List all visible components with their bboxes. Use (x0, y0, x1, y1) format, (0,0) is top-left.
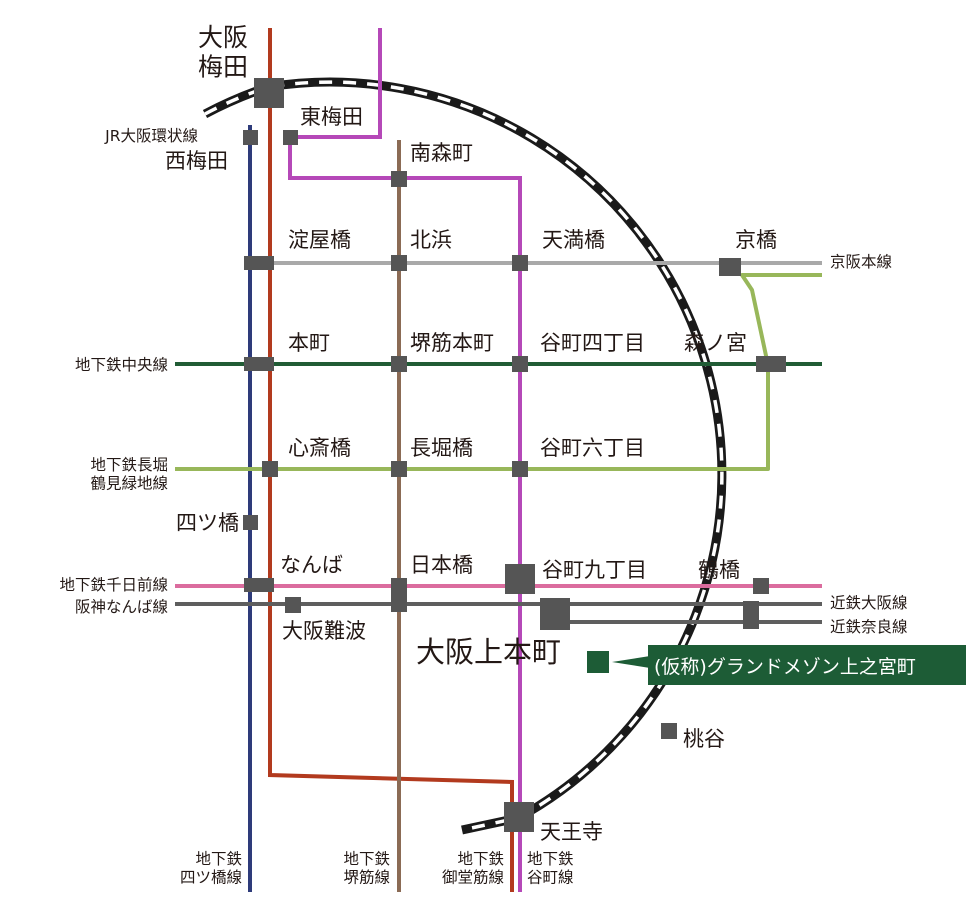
station-temmabashi-label: 天満橋 (542, 228, 605, 252)
station-nagahoribashi-label: 長堀橋 (410, 436, 473, 460)
station-osaka-namba-marker[interactable] (285, 597, 301, 613)
jr-loop-line (202, 77, 727, 835)
station-yodoyabashi-marker[interactable] (244, 256, 274, 270)
station-nishi-umeda-label: 西梅田 (165, 149, 228, 173)
station-nipponbashi-marker[interactable] (391, 578, 407, 612)
station-yodoyabashi-label: 淀屋橋 (288, 228, 351, 252)
line-kintetsu-nara-label: 近鉄奈良線 (830, 618, 908, 636)
station-higashi-umeda-label: 東梅田 (300, 105, 363, 129)
station-osaka-umeda-marker[interactable] (254, 78, 284, 108)
station-tennoji-label: 天王寺 (540, 820, 603, 844)
station-kyobashi-label: 京橋 (735, 228, 777, 252)
line-sennichimae-label: 地下鉄千日前線 (59, 576, 168, 594)
station-nipponbashi-label: 日本橋 (410, 553, 473, 577)
station-namba-label: なんば (280, 553, 343, 577)
station-tanimachi-6-label: 谷町六丁目 (540, 436, 645, 460)
property-callout-label: (仮称)グランドメゾン上之宮町 (654, 656, 916, 678)
station-kintetsu-junction-marker[interactable] (743, 601, 759, 629)
line-sakaisuji-label: 地下鉄堺筋線 (343, 850, 390, 886)
line-kintetsu-osaka-label: 近鉄大阪線 (830, 594, 908, 612)
station-nishi-umeda-marker[interactable] (243, 130, 258, 145)
station-sakaisuji-hommachi-label: 堺筋本町 (410, 331, 494, 355)
station-morinomiya-marker[interactable] (756, 356, 786, 372)
station-tanimachi-9-marker[interactable] (505, 564, 535, 594)
station-momodani-marker[interactable] (661, 723, 677, 739)
line-jr-loop-label: JR大阪環状線 (104, 127, 198, 145)
station-sakaisuji-hommachi-marker[interactable] (391, 356, 407, 372)
line-yotsubashi-label: 地下鉄四ツ橋線 (180, 850, 242, 886)
station-nagahoribashi-marker[interactable] (391, 461, 407, 477)
tanimachi-line (288, 28, 522, 892)
station-osaka-namba-label: 大阪難波 (282, 619, 366, 643)
station-namba-marker[interactable] (244, 578, 274, 592)
station-kitahama-label: 北浜 (410, 228, 452, 252)
station-minami-morimachi-label: 南森町 (410, 141, 473, 165)
midosuji-line (268, 28, 514, 892)
station-higashi-umeda-marker[interactable] (283, 130, 298, 145)
line-midosuji-label: 地下鉄御堂筋線 (442, 850, 504, 886)
station-minami-morimachi-marker[interactable] (391, 171, 407, 187)
property-callout-box[interactable] (648, 645, 966, 685)
station-shinsaibashi-label: 心斎橋 (288, 436, 351, 460)
station-tanimachi-9-label: 谷町九丁目 (542, 558, 647, 582)
station-kitahama-marker[interactable] (391, 255, 407, 271)
station-tanimachi-4-label: 谷町四丁目 (540, 331, 645, 355)
station-hommachi-label: 本町 (288, 331, 330, 355)
station-kyobashi-marker[interactable] (719, 258, 741, 276)
nagahori-line (175, 273, 822, 471)
station-momodani-label: 桃谷 (683, 727, 725, 751)
station-osaka-uehommachi-label: 大阪上本町 (416, 635, 561, 669)
station-temmabashi-marker[interactable] (512, 255, 528, 271)
station-morinomiya-label: 森ノ宮 (684, 331, 747, 355)
station-yotsubashi-label: 四ツ橋 (176, 511, 239, 535)
line-hanshin-namba-label: 阪神なんば線 (75, 598, 168, 616)
station-shinsaibashi-marker[interactable] (262, 461, 278, 477)
station-tennoji-marker[interactable] (504, 802, 534, 832)
station-hommachi-marker[interactable] (244, 357, 274, 371)
line-nagahori-label: 地下鉄長堀鶴見緑地線 (90, 456, 168, 492)
station-tanimachi-6-marker[interactable] (512, 461, 528, 477)
line-chuo-label: 地下鉄中央線 (75, 356, 168, 374)
station-tsuruhashi-label: 鶴橋 (698, 558, 740, 582)
station-osaka-uehommachi-marker[interactable] (540, 598, 570, 630)
station-yotsubashi-marker[interactable] (243, 515, 258, 530)
station-osaka-umeda-label: 大阪梅田 (198, 23, 248, 82)
line-tanimachi-label: 地下鉄谷町線 (527, 850, 574, 886)
property-callout-pointer (612, 656, 650, 668)
station-tsuruhashi-marker[interactable] (753, 578, 769, 594)
property-marker (587, 651, 609, 673)
station-tanimachi-4-marker[interactable] (512, 356, 528, 372)
line-keihan-label: 京阪本線 (830, 253, 892, 271)
